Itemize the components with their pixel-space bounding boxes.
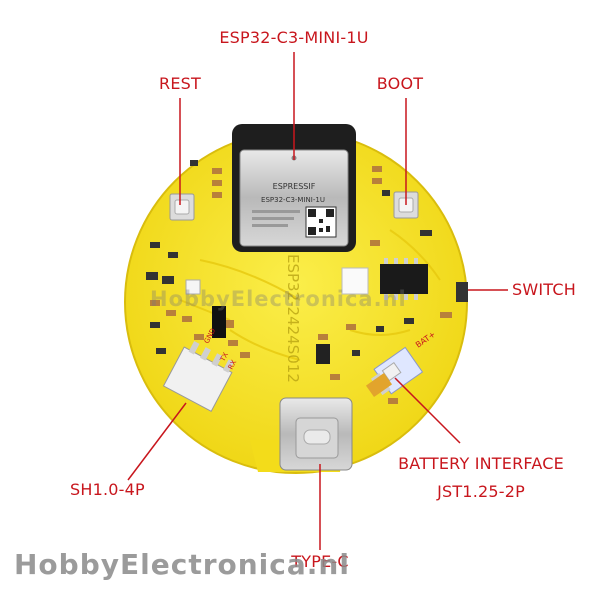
rx-silk: RX [227,358,239,370]
tx-silk: TX [218,351,230,364]
chip-model-text: ESP32-C3-MINI-1U [261,196,325,204]
smd-components [146,160,452,404]
board-id-silk: ESP32-2424S012 [284,254,302,383]
usb-typec-component [279,397,353,471]
watermark: HobbyElectronica.nl [14,548,350,581]
boot-label: BOOT [376,74,424,93]
rest-label: REST [159,74,201,93]
typec-label: TYPE-C [291,552,349,571]
switch-label: SWITCH [512,280,576,299]
battery-connector-type-label: JST1.25-2P [437,482,525,501]
callout-lines [127,52,508,550]
watermark-middle: HobbyElectronica.nl [150,287,407,311]
ic-chip [380,264,428,294]
reset-button-component [169,193,195,221]
qr-code [305,206,337,238]
sh-connector-label: SH1.0-4P [70,480,145,499]
battery-interface-label: BATTERY INTERFACE [398,454,564,473]
chip-brand-text: ESPRESSIF [273,182,316,191]
sh-connector-component [162,341,234,412]
esp32-module-label: ESP32-C3-MINI-1U [219,28,369,47]
switch-component [456,282,468,302]
